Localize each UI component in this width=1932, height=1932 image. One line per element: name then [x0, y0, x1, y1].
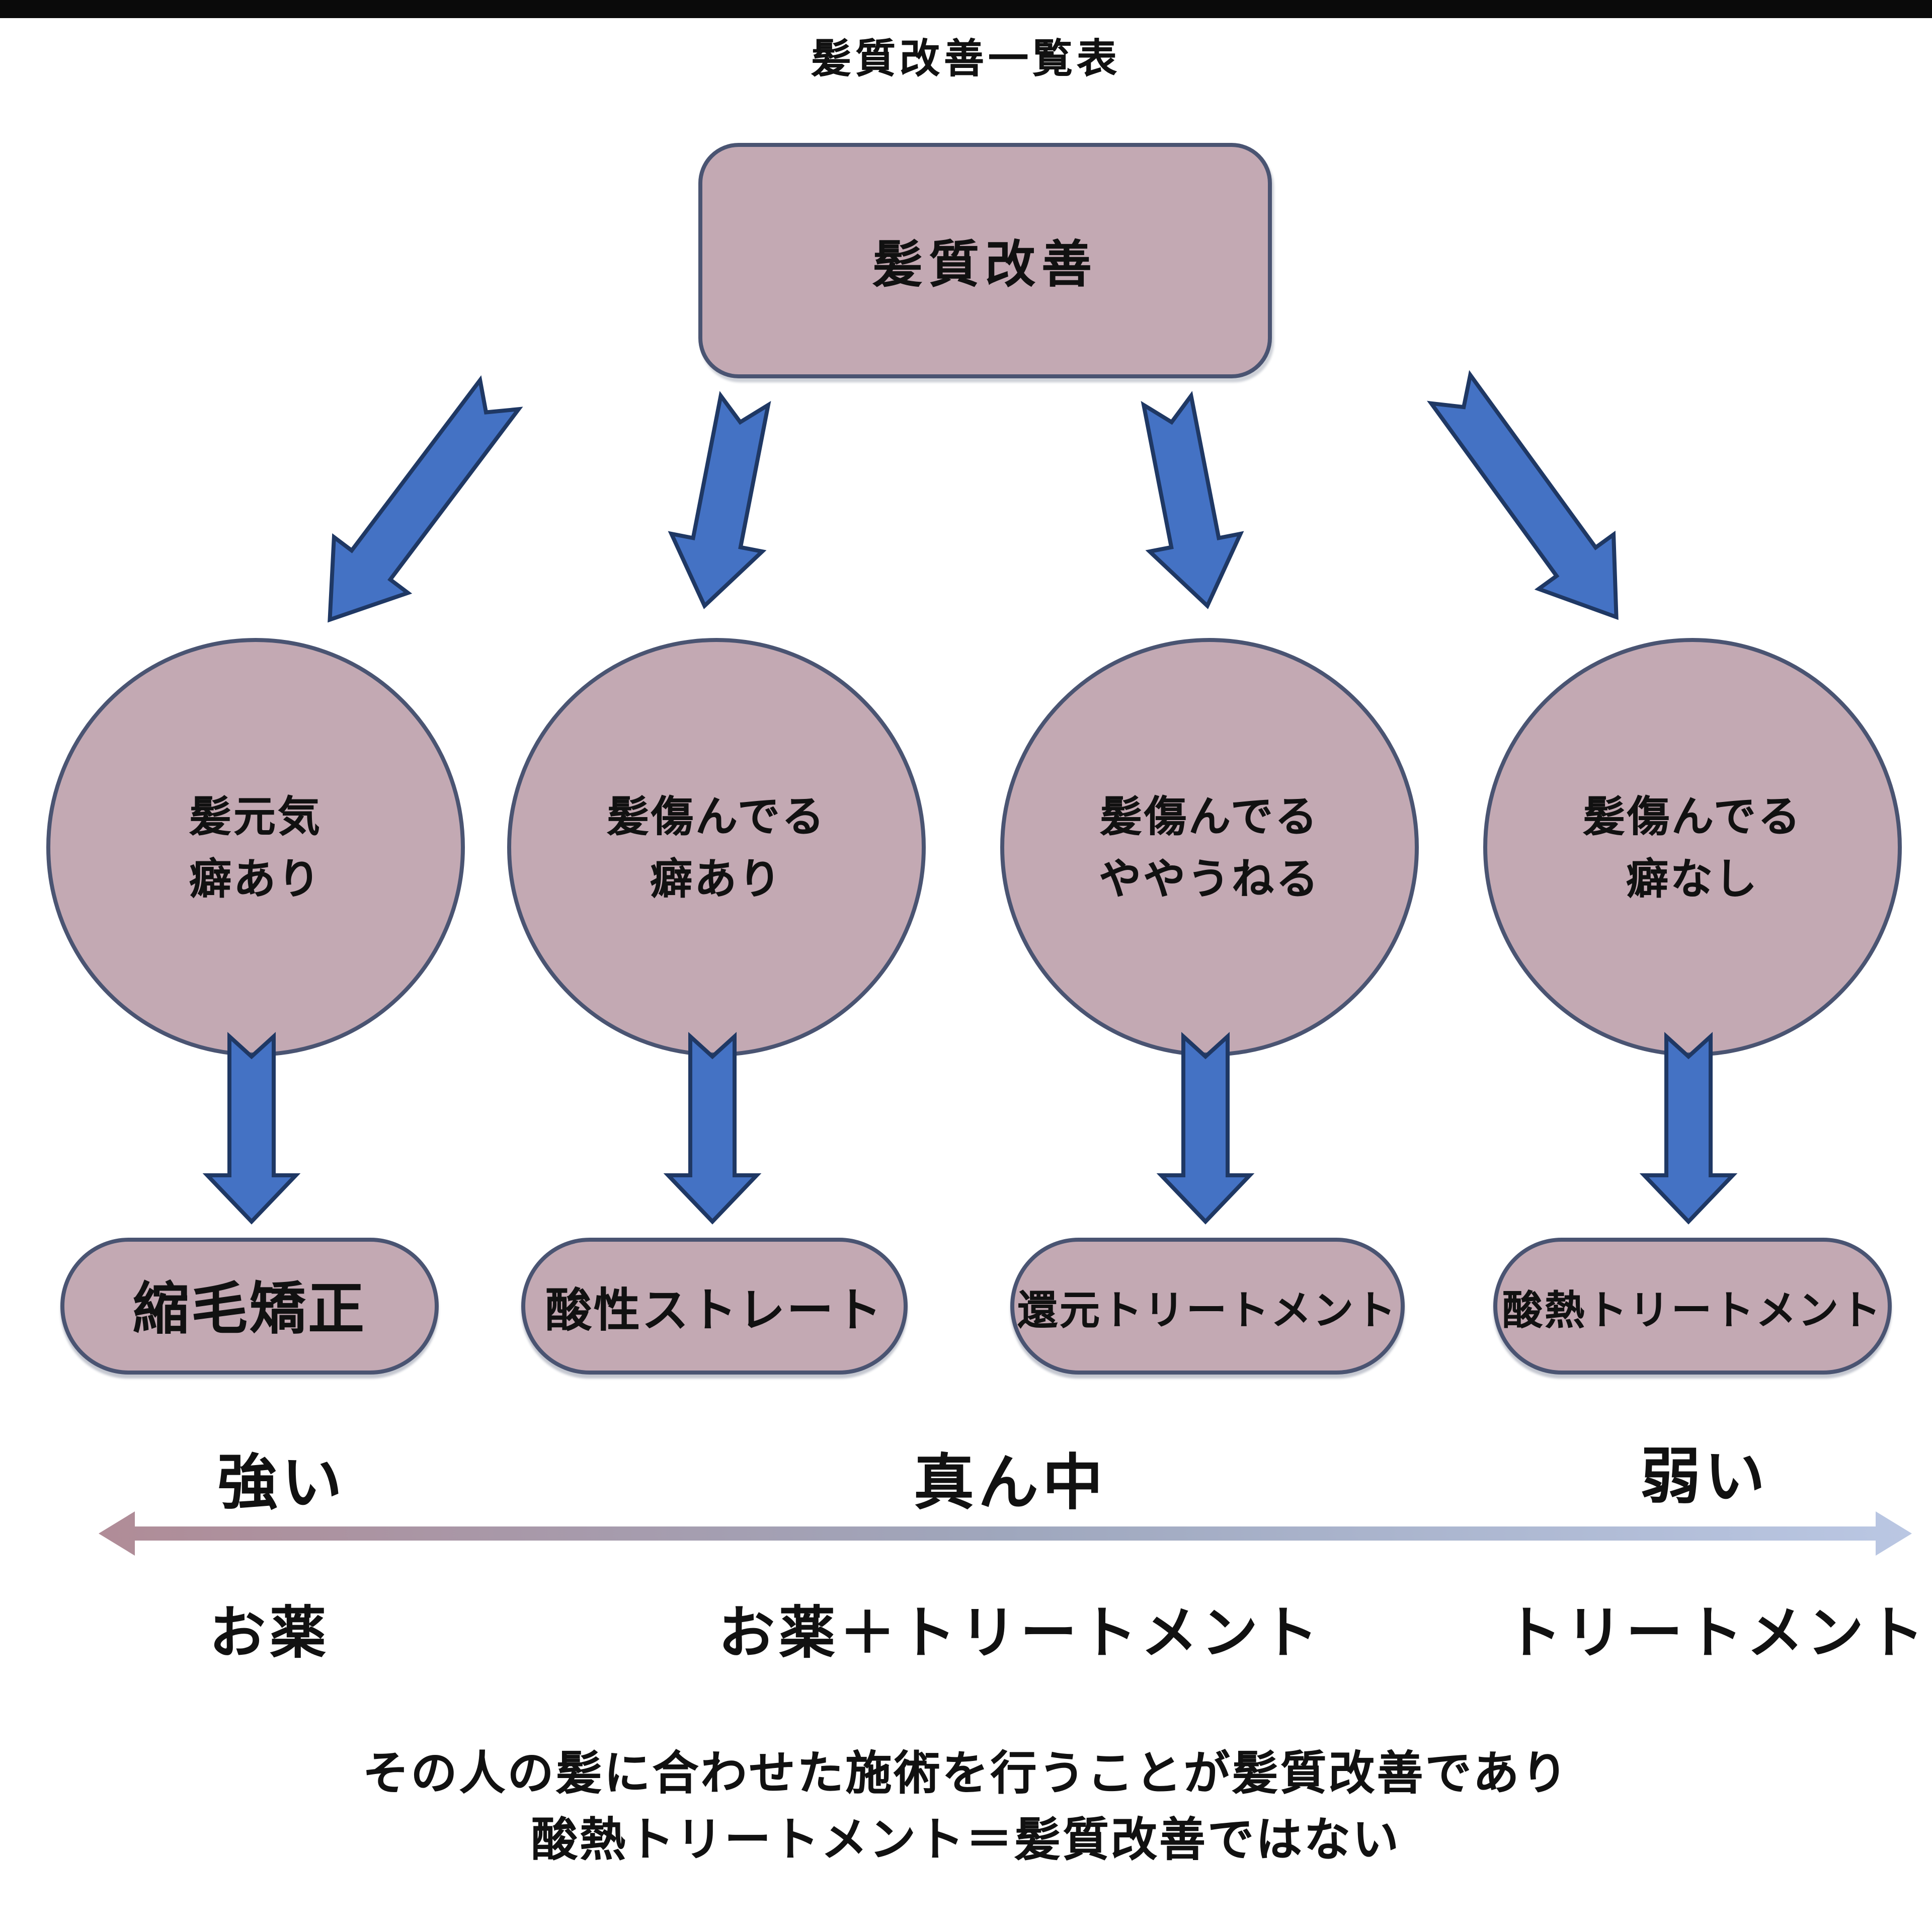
treatment-label: 酸性ストレート: [545, 1284, 883, 1338]
footer-note-line1: その人の髪に合わせた施術を行うことが髪質改善であり: [362, 1747, 1570, 1801]
branch-arrow-icon-4: [1427, 370, 1619, 620]
page-title: 髪質改善一覧表: [811, 34, 1121, 83]
footer-note: その人の髪に合わせた施術を行うことが髪質改善であり 酸熱トリートメント＝髪質改善…: [0, 1743, 1932, 1874]
condition-label-line2: 癖あり: [189, 853, 322, 904]
condition-label-line1: 髪元気: [189, 790, 322, 840]
down-arrow-icon-1: [202, 1031, 301, 1225]
branch-arrow-icon-1: [328, 375, 523, 623]
root-node-label: 髪質改善: [872, 234, 1098, 293]
branch-arrow-icon-2: [668, 390, 771, 609]
treatment-pill-4: 酸熱トリートメント: [1493, 1238, 1892, 1375]
axis-sublabel-medicine-treatment: お薬＋トリートメント: [718, 1600, 1323, 1666]
condition-label-line1: 髪傷んでる: [607, 790, 826, 840]
strength-label-weak: 弱い: [1640, 1443, 1769, 1513]
treatment-pill-3: 還元トリートメント: [1010, 1238, 1405, 1375]
top-black-bar: [0, 0, 1932, 18]
condition-label-line1: 髪傷んでる: [1583, 790, 1802, 840]
treatment-pill-1: 縮毛矯正: [60, 1238, 439, 1375]
condition-circle-2: 髪傷んでる 癖あり: [507, 638, 926, 1057]
treatment-label: 還元トリートメント: [1017, 1285, 1398, 1333]
condition-label-line2: 癖なし: [1626, 853, 1759, 904]
condition-circle-4: 髪傷んでる 癖なし: [1483, 638, 1902, 1057]
branch-arrow-icon-3: [1141, 390, 1244, 609]
axis-sublabel-medicine: お薬: [209, 1600, 331, 1666]
condition-circle-1: 髪元気 癖あり: [46, 638, 465, 1057]
condition-label-line2: ややうねる: [1099, 853, 1320, 904]
strength-label-strong: 強い: [217, 1449, 346, 1519]
footer-note-line2: 酸熱トリートメント＝髪質改善ではない: [531, 1812, 1401, 1867]
axis-sublabel-treatment: トリートメント: [1505, 1600, 1928, 1666]
treatment-pill-2: 酸性ストレート: [521, 1238, 908, 1375]
condition-circle-3: 髪傷んでる ややうねる: [1000, 638, 1419, 1057]
condition-label-line2: 癖あり: [650, 853, 783, 904]
treatment-label: 縮毛矯正: [132, 1276, 366, 1342]
down-arrow-icon-2: [663, 1031, 762, 1225]
down-arrow-icon-3: [1156, 1031, 1255, 1225]
treatment-label: 酸熱トリートメント: [1502, 1285, 1883, 1333]
strength-label-middle: 真ん中: [914, 1449, 1107, 1519]
condition-label-line1: 髪傷んでる: [1100, 790, 1319, 840]
root-node: 髪質改善: [698, 143, 1272, 378]
down-arrow-icon-4: [1639, 1031, 1738, 1225]
